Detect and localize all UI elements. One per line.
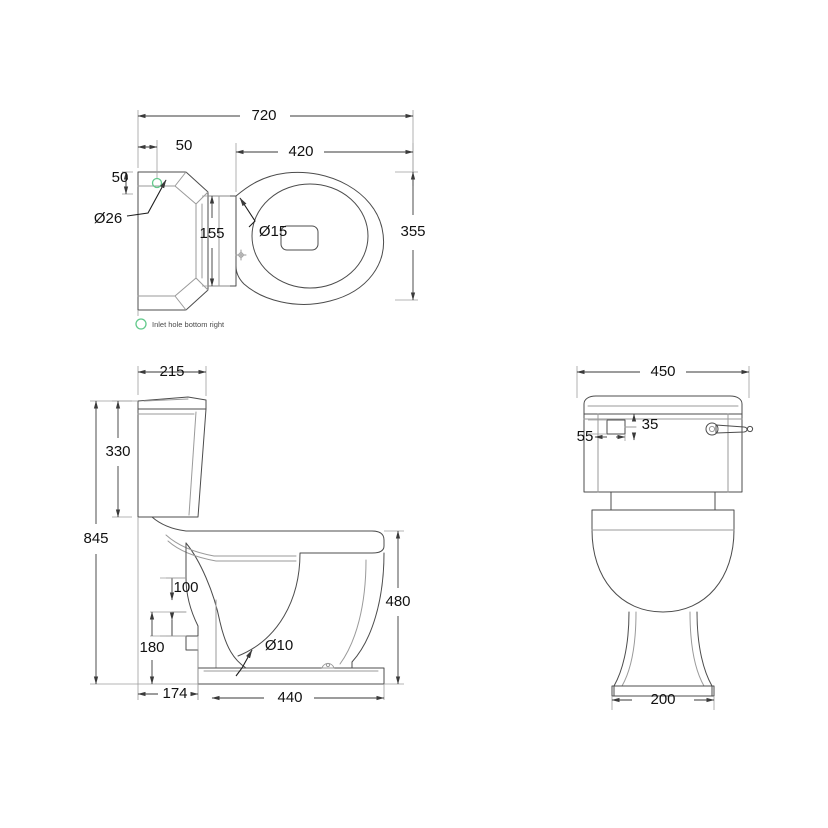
side-dim-845: 845 xyxy=(83,400,109,685)
side-waste-outlet xyxy=(171,611,187,637)
plan-inlet-note: Inlet hole bottom right xyxy=(135,318,225,330)
plan-dim-720-label: 720 xyxy=(251,107,276,124)
side-dim-180-label: 180 xyxy=(139,639,164,656)
plan-bowl-outer xyxy=(235,171,384,305)
inlet-hole-circle-icon xyxy=(135,318,147,330)
side-pan-bowl xyxy=(151,516,385,669)
front-dim-55-label: 55 xyxy=(577,428,594,445)
front-pedestal xyxy=(613,611,713,697)
side-dim-174-label: 174 xyxy=(162,685,187,702)
plan-flush-opening xyxy=(280,225,319,251)
side-dim-330: 330 xyxy=(105,400,131,518)
side-cistern-body xyxy=(137,408,207,518)
side-dim-440: 440 xyxy=(211,689,385,706)
side-view: 215 330 845 480 100 xyxy=(83,363,410,706)
front-cistern-lid xyxy=(583,395,743,415)
front-pan-neck xyxy=(610,491,716,511)
plan-centre-mark-icon xyxy=(235,249,247,261)
plan-dim-155-label: 155 xyxy=(199,225,224,242)
plan-dim-355-label: 355 xyxy=(400,223,425,240)
front-view: 450 35 55 200 xyxy=(576,363,754,710)
side-dim-480-label: 480 xyxy=(385,593,410,610)
side-dim-215: 215 xyxy=(137,363,207,380)
plan-dim-50-vertical: 50 xyxy=(112,169,129,195)
plan-inlet-note-label: Inlet hole bottom right xyxy=(152,320,225,329)
plan-dim-d26: Ø26 xyxy=(94,179,167,227)
front-dim-200-label: 200 xyxy=(650,691,675,708)
side-dim-845-label: 845 xyxy=(83,530,108,547)
side-dim-100-label: 100 xyxy=(173,579,198,596)
plan-dim-d15-label: Ø15 xyxy=(259,223,287,240)
side-dim-480: 480 xyxy=(385,530,411,685)
front-dim-35: 35 xyxy=(631,413,659,441)
plan-view: 720 50 50 420 355 155 xyxy=(94,107,426,330)
side-dim-174: 174 xyxy=(137,685,199,702)
side-dim-440-label: 440 xyxy=(277,689,302,706)
front-pan-bowl xyxy=(591,509,735,613)
plan-dim-155: 155 xyxy=(199,195,225,287)
front-dim-450: 450 xyxy=(576,363,750,380)
side-dim-215-label: 215 xyxy=(159,363,184,380)
side-dim-d10: Ø10 xyxy=(235,637,293,677)
front-dim-35-label: 35 xyxy=(642,416,659,433)
side-dim-180: 180 xyxy=(139,611,165,685)
front-extension-lines xyxy=(576,366,750,710)
front-cistern-body xyxy=(583,413,743,493)
plan-cistern-outline xyxy=(137,171,209,311)
plan-bowl-inner xyxy=(251,183,369,289)
plan-dim-d15: Ø15 xyxy=(239,197,287,240)
side-dim-330-label: 330 xyxy=(105,443,130,460)
side-pan-foot xyxy=(197,662,385,685)
side-cistern-lid xyxy=(137,396,207,410)
side-dim-d10-label: Ø10 xyxy=(265,637,293,654)
side-pan-pedestal xyxy=(185,542,217,669)
front-dim-450-label: 450 xyxy=(650,363,675,380)
plan-dim-50-horizontal: 50 xyxy=(137,137,193,154)
front-flush-lever-icon xyxy=(705,422,754,436)
plan-dim-420: 420 xyxy=(235,143,414,160)
plan-dim-d26-label: Ø26 xyxy=(94,210,122,227)
plan-extension-lines xyxy=(122,110,418,316)
plan-dim-355: 355 xyxy=(400,171,426,301)
side-extension-lines xyxy=(90,366,404,700)
front-dim-55: 55 xyxy=(577,428,626,445)
side-dim-100: 100 xyxy=(160,577,199,637)
plan-dim-720: 720 xyxy=(137,107,414,124)
plan-dim-50-vertical-label: 50 xyxy=(112,169,129,186)
front-inlet-slot xyxy=(606,419,637,435)
front-dim-200: 200 xyxy=(611,691,715,708)
plan-dim-50-horizontal-label: 50 xyxy=(176,137,193,154)
plan-dim-420-label: 420 xyxy=(288,143,313,160)
